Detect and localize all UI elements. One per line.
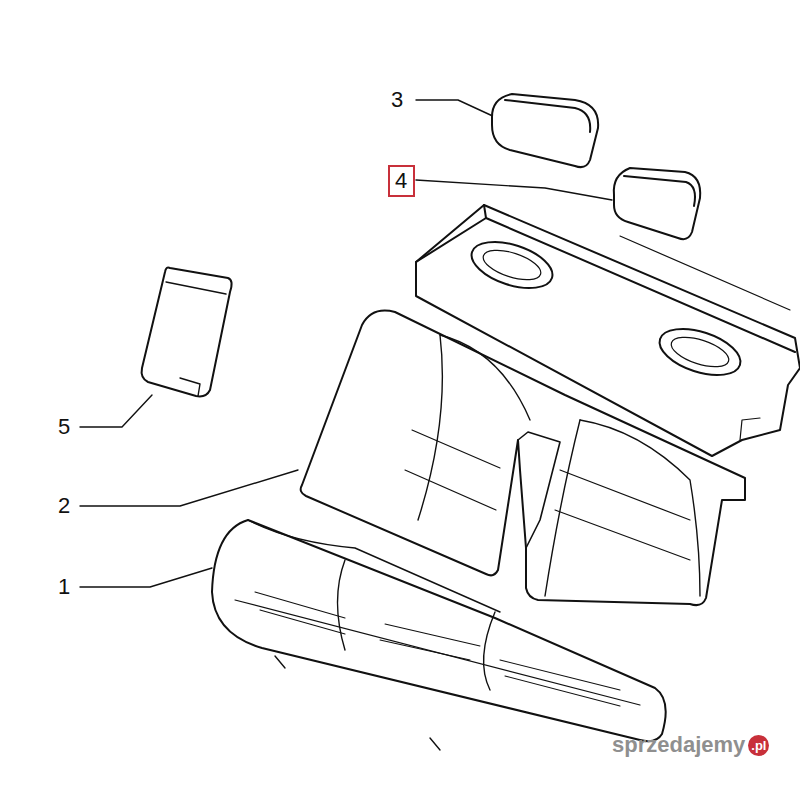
watermark: sprzedajemy xyxy=(612,734,745,756)
seat-cushion xyxy=(212,520,666,750)
callout-number: 5 xyxy=(58,416,70,438)
headrest xyxy=(492,94,598,167)
headrest xyxy=(614,168,700,239)
callout-number: 1 xyxy=(58,576,70,598)
leader-line xyxy=(416,100,497,118)
leader-line xyxy=(80,395,152,427)
backrest xyxy=(301,311,745,606)
callout-number: 3 xyxy=(391,89,403,111)
callout-number: 2 xyxy=(58,495,70,517)
armrest xyxy=(142,268,232,397)
leader-line xyxy=(80,470,298,506)
leader-line xyxy=(80,568,212,587)
highlight-box: 4 xyxy=(388,165,415,197)
leader-line xyxy=(416,180,612,200)
watermark: .pl xyxy=(748,735,769,756)
callout-number: 4 xyxy=(395,170,407,192)
